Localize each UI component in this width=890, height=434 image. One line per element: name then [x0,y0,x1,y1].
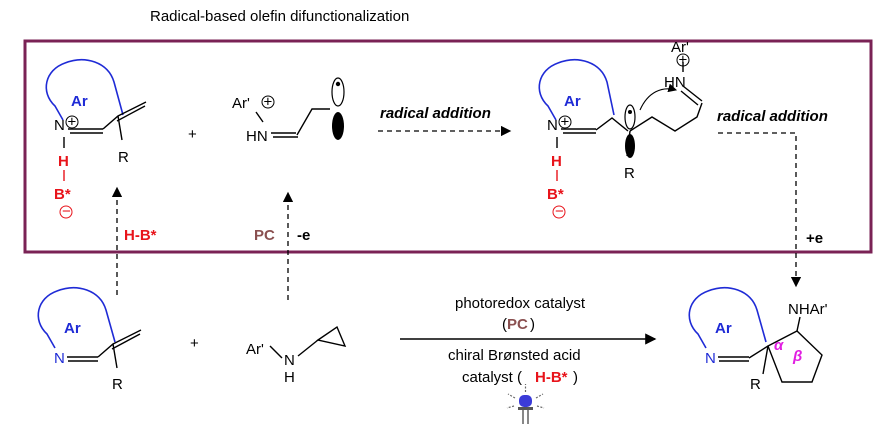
iminium-radical: Ar' + HN [232,77,345,145]
conditions-pc: ( PC ) [502,316,535,333]
svg-text:R: R [118,149,129,166]
svg-text:): ) [530,316,535,333]
svg-text:R: R [624,165,635,182]
svg-text:R: R [750,376,761,393]
svg-text:N: N [284,352,295,369]
svg-text:+: + [561,114,570,131]
conditions-line1: photoredox catalyst [455,295,586,312]
svg-text:(: ( [502,316,507,333]
svg-text:Ar': Ar' [246,341,264,358]
svg-text:Ar: Ar [64,320,81,337]
conditions-hb: catalyst ( H-B* ) [462,369,578,386]
svg-text:NHAr': NHAr' [788,301,828,318]
svg-text:β: β [792,348,802,365]
svg-text:HN: HN [246,128,268,145]
svg-text:N: N [54,117,65,134]
svg-text:H: H [58,153,69,170]
svg-text:+: + [264,94,273,111]
svg-text:H-B*: H-B* [535,369,568,386]
reactant-cyclopropylamine: Ar' N H [246,325,347,386]
svg-text:Ar: Ar [564,93,581,110]
plus-sign-box: + [188,126,197,143]
step-label-hb: H-B* [124,227,157,244]
svg-text:+: + [679,52,688,69]
svg-text:Ar: Ar [715,320,732,337]
svg-text:H: H [551,153,562,170]
conditions-line3: chiral Brønsted acid [448,347,581,364]
svg-text:Ar: Ar [71,93,88,110]
svg-text:−: − [62,203,71,220]
step-label-plus-e: +e [806,230,823,247]
svg-text:B*: B* [54,186,71,203]
plus-sign-bottom: + [190,335,199,352]
reactant-aza-olefin: Ar N R [37,287,142,393]
product-cyclopentylamine: Ar N R NHAr' α β [688,287,828,393]
svg-text:PC: PC [507,316,528,333]
step-label-radical-addition-2: radical addition [717,108,828,125]
step-label-minus-e: -e [297,227,310,244]
protonated-aza-olefin: Ar N + R H B* − [45,59,147,220]
svg-text:Ar': Ar' [671,39,689,56]
svg-text:−: − [555,203,564,220]
blue-led-icon [506,384,545,424]
radical-intermediate: Ar N + R HN Ar' + H B* − [538,39,703,220]
arrow-radical-addition-2 [718,132,802,288]
svg-text:N: N [547,117,558,134]
step-label-radical-addition-1: radical addition [380,105,491,122]
svg-text:N: N [705,350,716,367]
svg-text:B*: B* [547,186,564,203]
step-label-pc: PC [254,227,275,244]
svg-text:): ) [573,369,578,386]
svg-text:N: N [54,350,65,367]
svg-text:Ar': Ar' [232,95,250,112]
svg-text:+: + [68,114,77,131]
svg-text:catalyst (: catalyst ( [462,369,522,386]
mechanism-box [23,39,873,254]
svg-text:α: α [774,337,784,354]
svg-text:R: R [112,376,123,393]
svg-text:H: H [284,369,295,386]
scheme-title: Radical-based olefin difunctionalization [150,8,409,25]
